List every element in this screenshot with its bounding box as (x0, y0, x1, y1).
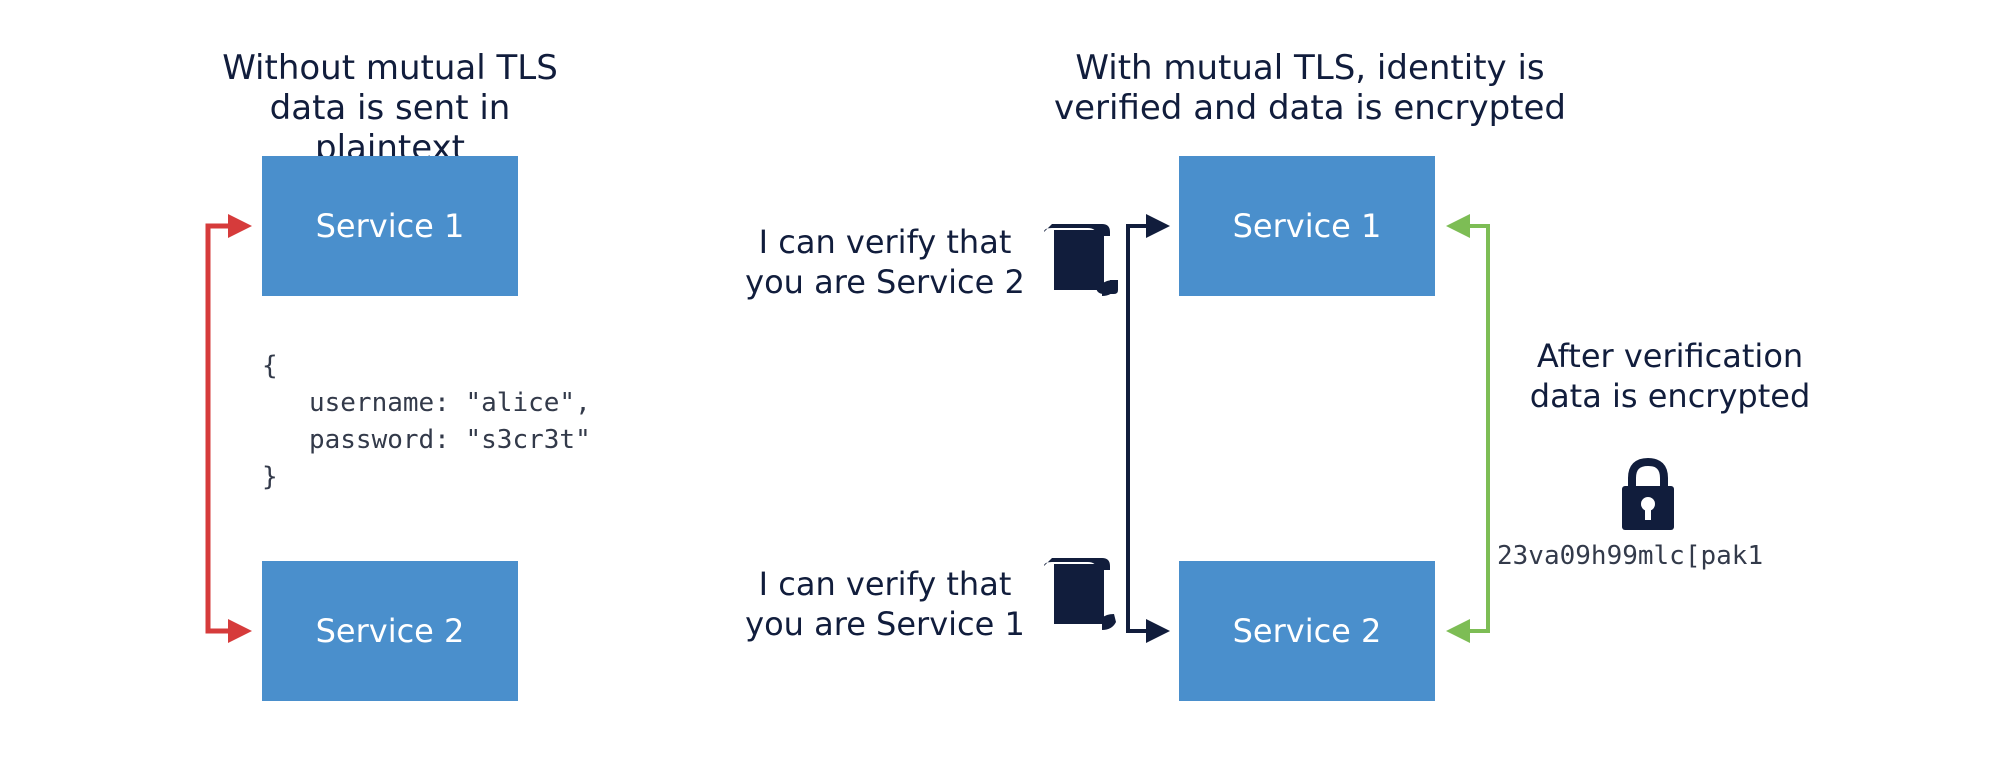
verified-arrowhead-bottom (1146, 619, 1170, 643)
left-service-2-box: Service 2 (262, 561, 518, 701)
verify-service-1-text: I can verify that you are Service 1 (745, 565, 1025, 643)
verify-service-2-text: I can verify that you are Service 2 (745, 223, 1025, 301)
padlock-icon (1622, 457, 1674, 530)
plaintext-arrowhead-bottom (228, 619, 252, 643)
verified-arrow (1126, 224, 1150, 633)
plaintext-payload: { username: "alice", password: "s3cr3t" … (262, 351, 591, 492)
plaintext-arrow (205, 223, 232, 634)
right-service-1-box: Service 1 (1179, 156, 1435, 296)
plaintext-arrowhead-top (228, 214, 252, 238)
left-service-1-box: Service 1 (262, 156, 518, 296)
right-service-2-box: Service 2 (1179, 561, 1435, 701)
right-service-2-label: Service 2 (1232, 612, 1382, 650)
right-title: With mutual TLS, identity is verified an… (1054, 48, 1566, 128)
encryption-note: After verification data is encrypted (1529, 337, 1811, 415)
certificate-scroll-icon (1044, 558, 1116, 630)
certificate-scroll-icon (1044, 224, 1118, 296)
ciphertext: 23va09h99mlc[pak1 (1497, 541, 1764, 571)
right-service-1-label: Service 1 (1232, 207, 1382, 245)
encrypted-arrow (1466, 224, 1490, 633)
encrypted-arrowhead-top (1446, 214, 1470, 238)
verified-arrowhead-top (1146, 214, 1170, 238)
encrypted-arrowhead-bottom (1446, 619, 1470, 643)
left-service-1-label: Service 1 (315, 207, 465, 245)
left-service-2-label: Service 2 (315, 612, 465, 650)
